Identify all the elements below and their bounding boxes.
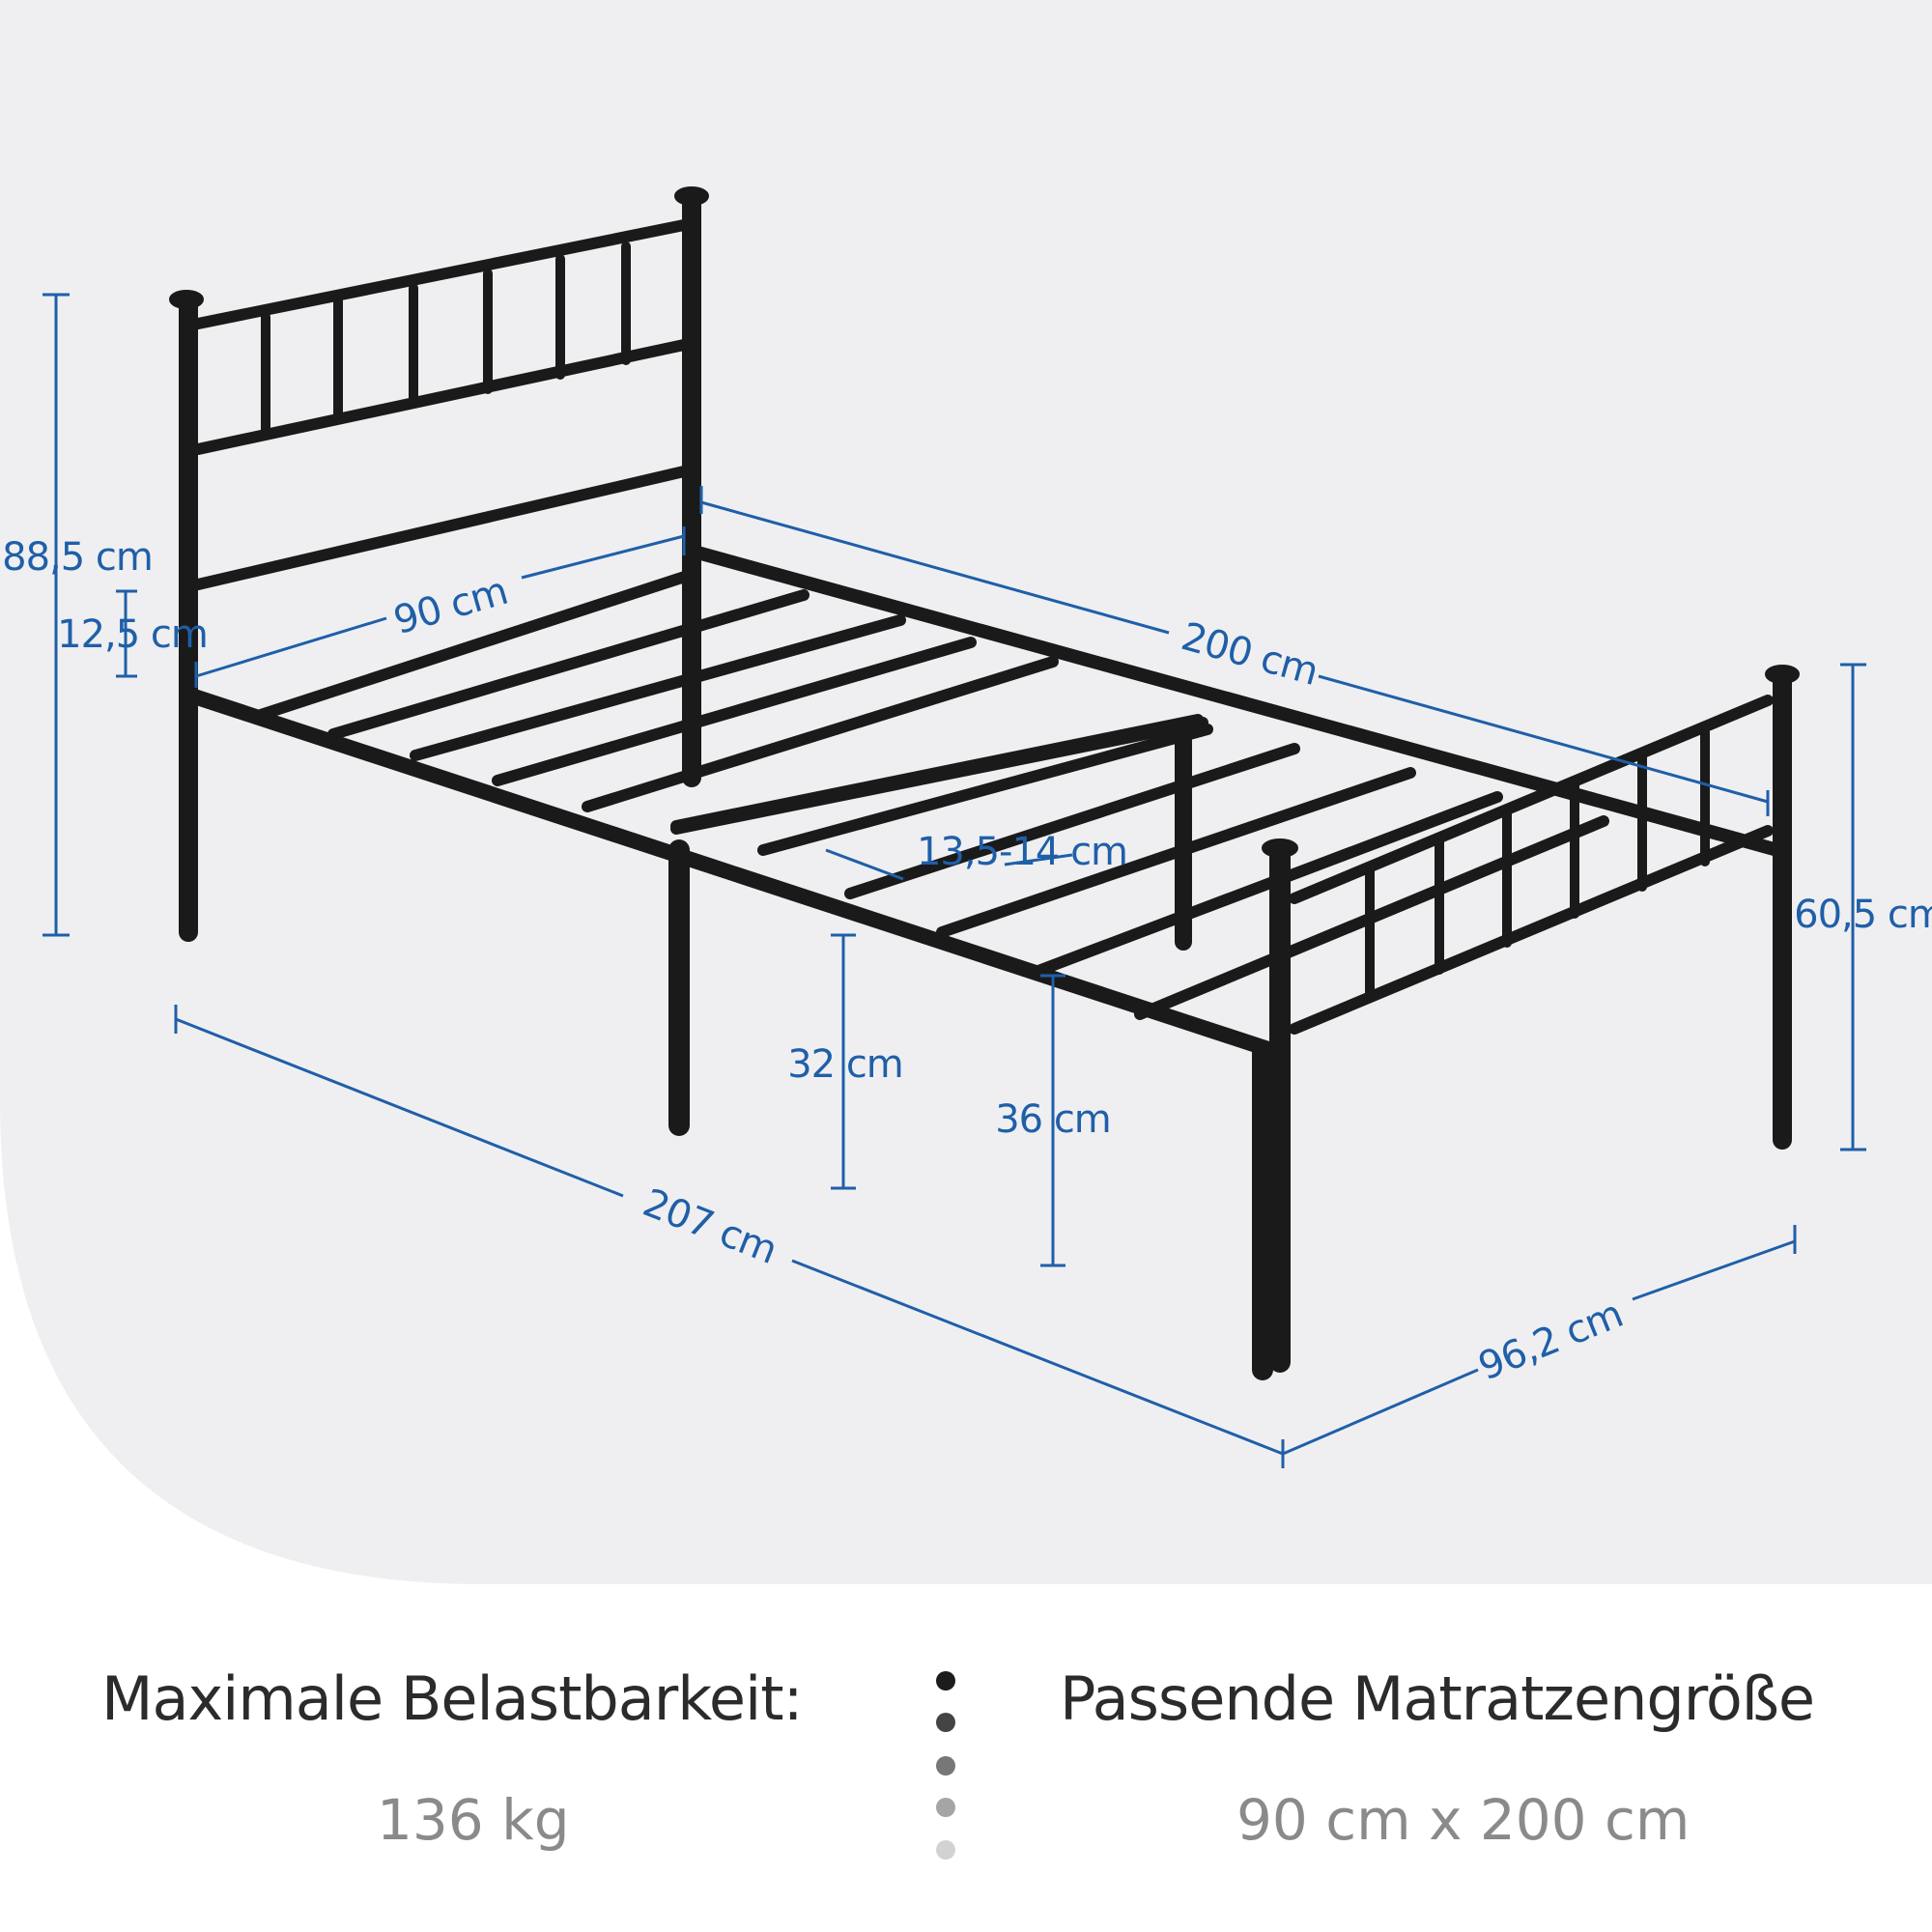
headboard-height-label: 88,5 cm: [2, 535, 153, 580]
slat-gap-label: 13,5-14 cm: [917, 830, 1127, 874]
max-load-value: 136 kg: [377, 1787, 570, 1853]
footboard-height-label: 60,5 cm: [1794, 893, 1932, 937]
separator-dot: [936, 1671, 955, 1690]
bed-frame: [169, 186, 1800, 1380]
under-bed-clearance-label: 32 cm: [787, 1042, 903, 1087]
separator-dot: [936, 1756, 955, 1776]
max-load-label: Maximale Belastbarkeit:: [101, 1663, 803, 1734]
separator-dot: [936, 1713, 955, 1732]
clearance-top-label: 12,5 cm: [57, 612, 208, 657]
separator-dot: [936, 1798, 955, 1817]
mattress-size-label: Passende Matratzengröße: [1060, 1663, 1815, 1734]
mattress-size-value: 90 cm x 200 cm: [1236, 1787, 1690, 1853]
dimension-lines: [43, 293, 1866, 1468]
separator-dot: [936, 1840, 955, 1860]
frame-height-label: 36 cm: [995, 1097, 1111, 1142]
